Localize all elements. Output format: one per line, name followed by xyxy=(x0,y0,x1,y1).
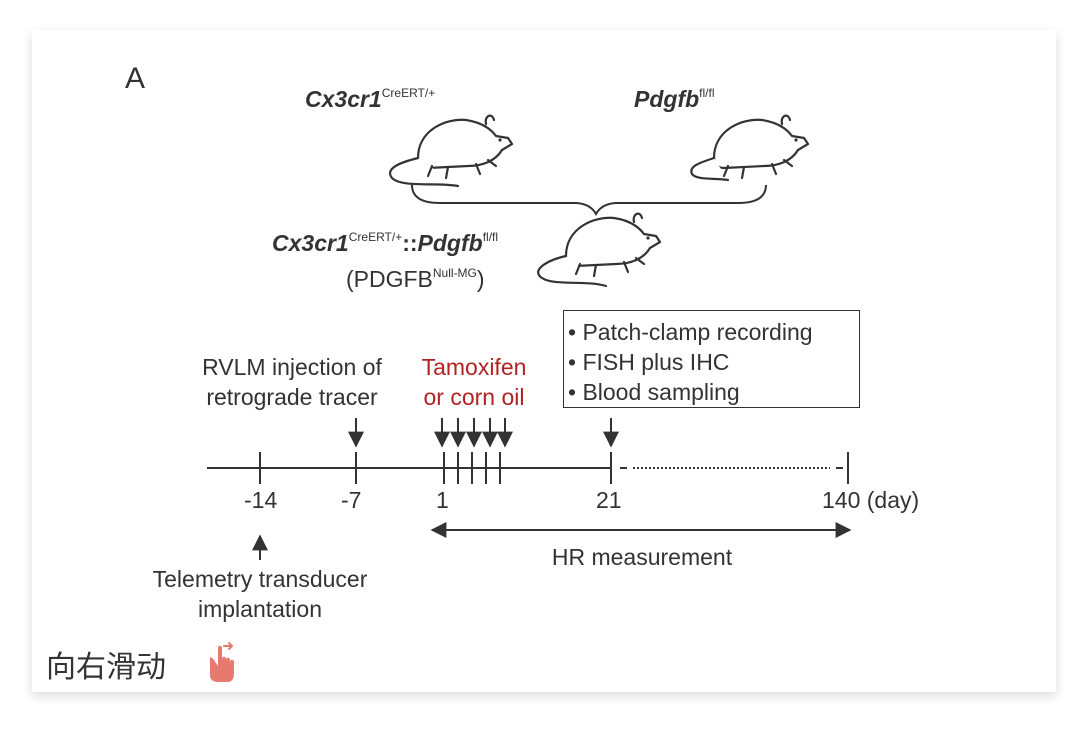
offspring-gene2: Pdgfb xyxy=(417,230,483,256)
swipe-hand-icon xyxy=(209,642,234,682)
telemetry-label-line2: implantation xyxy=(197,596,323,622)
hr-measurement-label: HR measurement xyxy=(551,544,733,570)
mouse-icon-parent1 xyxy=(389,114,514,188)
offspring-separator: :: xyxy=(402,230,418,256)
tamoxifen-label-line2: or corn oil xyxy=(423,384,525,410)
parent2-allele: fl/fl xyxy=(699,86,715,100)
telemetry-label-line1: Telemetry transducer xyxy=(152,566,368,592)
assay-item: • Blood sampling xyxy=(568,379,740,405)
cross-brace xyxy=(411,184,767,217)
assay-box: • Patch-clamp recording • FISH plus IHC … xyxy=(563,310,860,408)
mouse-icon-offspring xyxy=(537,212,662,288)
rvlm-label: RVLM injection of retrograde tracer xyxy=(172,352,412,412)
assay-item: • Patch-clamp recording xyxy=(568,319,813,345)
offspring-gene1: Cx3cr1 xyxy=(272,230,349,256)
parent1-genotype: Cx3cr1CreERT/+ xyxy=(305,86,435,113)
telemetry-label: Telemetry transducer implantation xyxy=(120,564,400,624)
mouse-icon-parent2 xyxy=(690,114,810,182)
offspring-allele2: fl/fl xyxy=(482,230,499,244)
tamoxifen-label-line1: Tamoxifen xyxy=(421,354,527,380)
offspring-genotype: Cx3cr1CreERT/+::Pdgfbfl/fl xyxy=(272,230,498,257)
parent2-gene: Pdgfb xyxy=(634,86,700,112)
tick-label: -14 xyxy=(244,487,278,513)
alias-close: ) xyxy=(476,266,485,292)
parent1-gene: Cx3cr1 xyxy=(305,86,382,112)
swipe-hint-text[interactable]: 向右滑动 xyxy=(46,650,166,685)
tick-label: -7 xyxy=(341,487,362,513)
figure-card xyxy=(32,30,1056,692)
rvlm-label-line1: RVLM injection of xyxy=(202,354,382,380)
timeline-ticks xyxy=(259,452,849,484)
tick-label: 1 xyxy=(436,487,449,513)
parent1-allele: CreERT/+ xyxy=(381,86,436,100)
tamoxifen-label: Tamoxifen or corn oil xyxy=(404,352,544,412)
assay-item: • FISH plus IHC xyxy=(568,349,730,375)
event-arrows xyxy=(252,418,619,560)
offspring-alias: (PDGFBNull-MG) xyxy=(346,266,485,293)
rvlm-label-line2: retrograde tracer xyxy=(206,384,378,410)
tick-label: 21 xyxy=(596,487,622,513)
parent2-genotype: Pdgfbfl/fl xyxy=(634,86,715,113)
alias-open: (PDGFB xyxy=(346,266,433,292)
tick-label: 140 (day) xyxy=(822,487,920,513)
alias-sup: Null-MG xyxy=(432,266,477,280)
offspring-allele1: CreERT/+ xyxy=(348,230,403,244)
panel-label: A xyxy=(125,62,146,95)
